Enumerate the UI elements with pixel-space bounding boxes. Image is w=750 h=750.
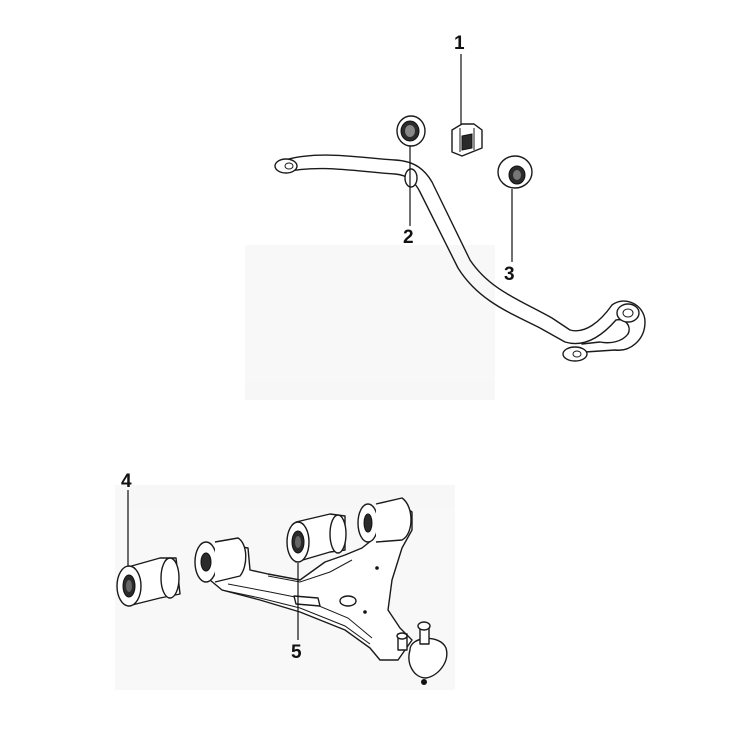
callout-4: 4 [121, 471, 132, 492]
watermark [115, 245, 495, 690]
part-4-bushing [116, 557, 181, 607]
callout-2: 2 [403, 227, 414, 248]
part-3-bushing [497, 155, 533, 189]
control-arm [194, 497, 448, 685]
callout-3: 3 [504, 264, 515, 285]
part-1-rubber-mount [451, 123, 483, 157]
callout-5: 5 [291, 642, 302, 663]
stabilizer-bar [274, 154, 646, 362]
callout-1: 1 [454, 33, 465, 54]
part-2-bushing [396, 115, 426, 147]
part-5-bushing [286, 513, 347, 563]
